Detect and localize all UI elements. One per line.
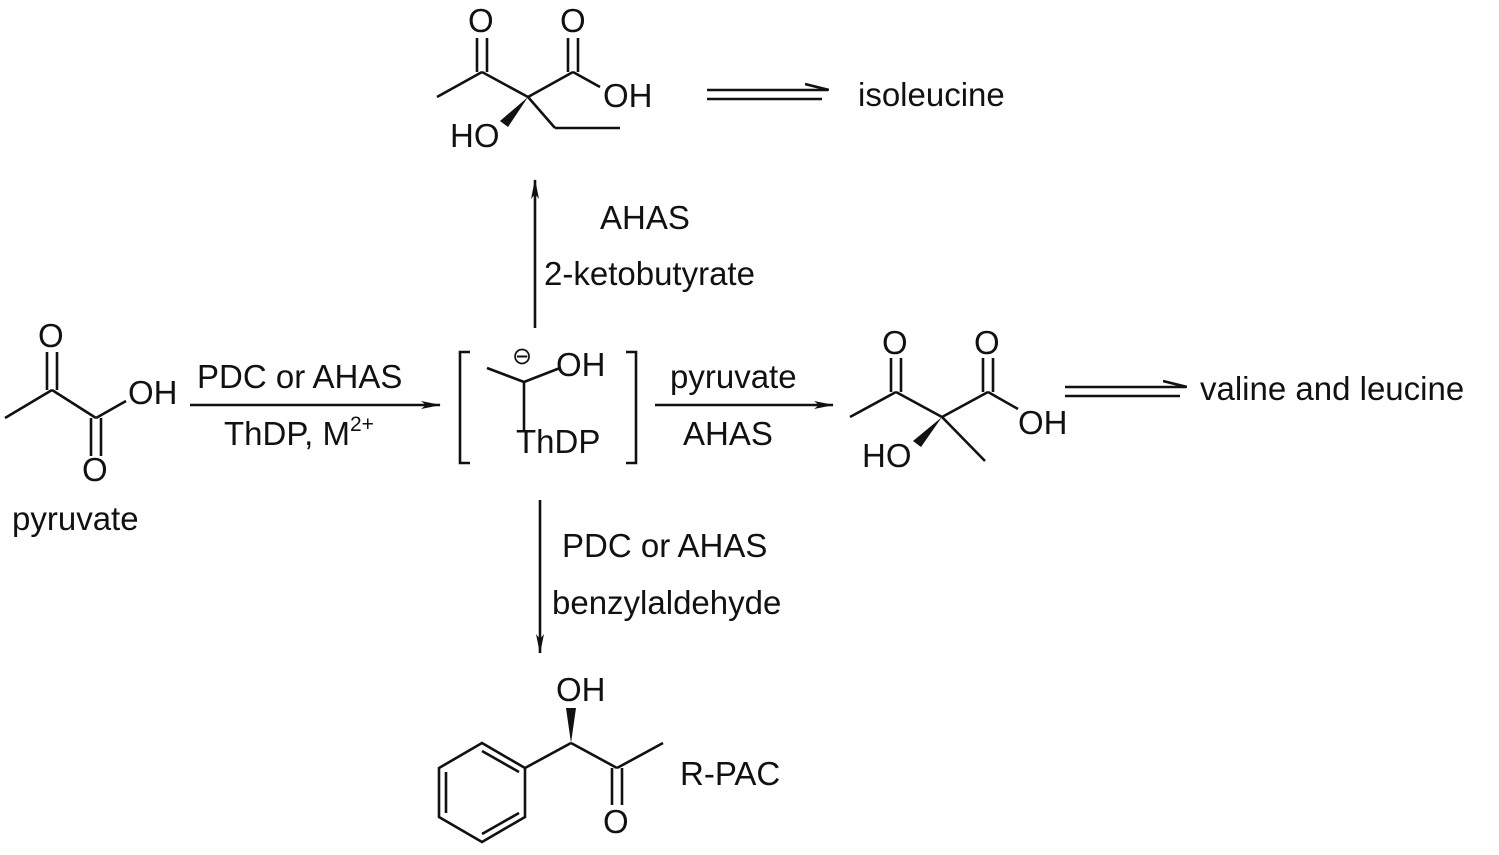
pyruvate-label: pyruvate <box>12 500 139 537</box>
right-ho: HO <box>862 437 912 474</box>
top-acid-o: O <box>560 2 586 39</box>
step1-bottom-label: ThDP, M2+ <box>224 413 374 452</box>
top-ho: HO <box>450 117 500 154</box>
pyruvate-oh: OH <box>128 374 178 411</box>
step1-top-label: PDC or AHAS <box>197 358 402 395</box>
pyruvate-structure: O O OH <box>4 317 178 488</box>
thdp-intermediate: ⊖ OH ThDP <box>458 343 638 465</box>
right-oh: OH <box>1018 404 1068 441</box>
carbanion-charge: ⊖ <box>512 343 532 370</box>
right-bottom-label: AHAS <box>683 415 773 452</box>
right-top-label: pyruvate <box>670 358 797 395</box>
down-enzyme-label: PDC or AHAS <box>562 527 767 564</box>
r-pac-structure: OH O <box>437 671 664 844</box>
right-acid-o: O <box>974 324 1000 361</box>
retro-arrow-isoleucine <box>707 90 828 101</box>
right-bracket <box>626 350 638 465</box>
down-substrate-label: benzylaldehyde <box>552 584 781 621</box>
rpac-oh: OH <box>556 671 606 708</box>
valine-leucine-label: valine and leucine <box>1200 370 1464 407</box>
pyruvate-ketone-o: O <box>38 317 64 354</box>
pyruvate-acid-o: O <box>82 451 108 488</box>
rpac-label: R-PAC <box>680 755 780 792</box>
left-bracket <box>458 350 470 465</box>
intermediate-oh: OH <box>556 346 606 383</box>
intermediate-thdp: ThDP <box>516 423 600 460</box>
isoleucine-label: isoleucine <box>858 76 1005 113</box>
top-ketone-o: O <box>468 2 494 39</box>
right-ketone-o: O <box>882 324 908 361</box>
rpac-ketone-o: O <box>603 803 629 840</box>
up-enzyme-label: AHAS <box>600 199 690 236</box>
up-substrate-label: 2-ketobutyrate <box>544 255 755 292</box>
acetohydroxybutyrate-structure: O O OH HO <box>436 2 653 154</box>
retro-arrow-valine-leucine <box>1065 387 1186 398</box>
top-oh: OH <box>603 77 653 114</box>
acetolactate-structure: O O OH HO <box>849 324 1068 474</box>
